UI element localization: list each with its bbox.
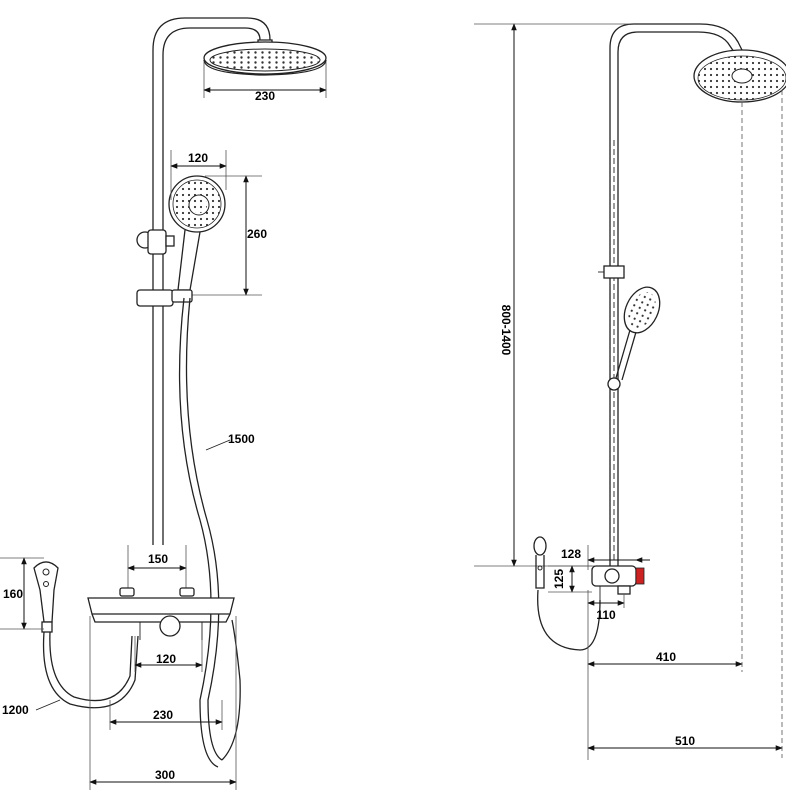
dim-label-column-height: 800-1400 (499, 305, 513, 356)
dim-label-valve-projection: 110 (596, 608, 616, 622)
dimension-spout-height: 160 (0, 557, 44, 630)
dimension-overall-reach: 510 (587, 90, 783, 758)
side-hand-shower (607, 286, 661, 391)
dimension-valve-height: 125 (548, 565, 592, 593)
dimension-hand-shower-height: 260 (192, 175, 267, 296)
shower-hose: 1500 (178, 297, 255, 768)
dimension-valve-depth: 128 (561, 545, 650, 570)
diverter-knob (136, 229, 175, 255)
dimension-body-width: 300 (89, 616, 237, 790)
dimension-valve-spacing: 150 (127, 545, 187, 590)
dim-label-lower-spacing: 120 (156, 652, 176, 666)
dim-label-overall-reach: 510 (675, 734, 695, 748)
front-view: 230 120 260 (0, 17, 327, 790)
side-valve-body (591, 565, 645, 604)
dim-label-outlet-spacing: 230 (153, 708, 173, 722)
dim-label-valve-spacing: 150 (148, 552, 168, 566)
dimension-valve-projection: 110 (587, 590, 625, 622)
dim-label-spout-height: 160 (3, 587, 23, 601)
dim-label-hand-shower-width: 120 (188, 151, 208, 165)
side-rain-head (693, 49, 786, 103)
tub-hand-wand (33, 561, 59, 633)
dimension-column-height: 800-1400 (474, 23, 630, 567)
dim-label-tub-hose-length: 1200 (2, 703, 29, 717)
dim-label-body-width: 300 (155, 768, 175, 782)
side-view: 800-1400 128 125 (474, 23, 786, 760)
slider-bracket (136, 289, 193, 307)
dim-label-rain-head-width: 230 (255, 89, 275, 103)
dimension-lower-spacing: 120 (134, 636, 203, 672)
dimension-rain-head-width: 230 (203, 62, 327, 103)
side-riser-pipe (609, 23, 743, 566)
valve-body (87, 587, 235, 640)
dim-label-rain-head-reach: 410 (656, 650, 676, 664)
side-tub-wand (533, 536, 601, 651)
dim-label-valve-height: 125 (552, 569, 566, 589)
rain-shower-head (203, 41, 327, 76)
hand-shower (168, 175, 226, 291)
dim-label-hand-shower-height: 260 (247, 227, 267, 241)
side-upper-bracket (598, 265, 625, 279)
dimension-hand-shower-width: 120 (170, 150, 227, 200)
tub-hose: 1200 (2, 631, 139, 717)
dim-label-valve-depth: 128 (561, 547, 581, 561)
dim-label-hose-length: 1500 (228, 432, 255, 446)
dimension-outlet-spacing: 230 (109, 700, 223, 730)
dimension-rain-head-reach: 410 (587, 102, 743, 760)
